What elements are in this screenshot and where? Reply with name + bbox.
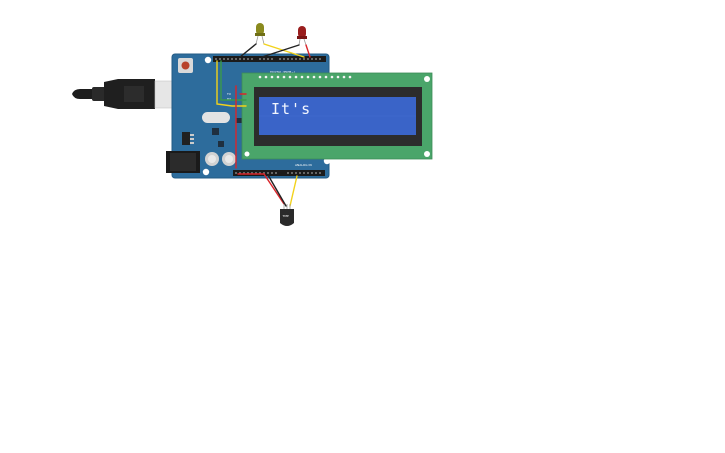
lcd-line-1: It's [271,100,311,118]
wire-lcd-yellow-1[interactable] [216,60,247,107]
digital-header[interactable] [213,56,326,62]
analog-header-label: ANALOG IN [295,163,312,167]
wire-led-yellow-gnd[interactable] [239,43,257,58]
temperature-sensor[interactable]: TMP [280,204,294,226]
sensor-marking: TMP [282,214,289,218]
digital-header-label: DIGITAL (PWM~) [270,70,295,74]
wire-led-red-signal[interactable] [305,44,311,58]
tx-label: TX [226,92,231,96]
wire-sensor-gnd[interactable] [267,174,287,207]
lcd-pin-row[interactable] [258,75,352,79]
wire-lcd-green[interactable] [220,60,247,101]
wire-sensor-signal[interactable] [289,175,298,207]
yellow-led[interactable] [255,23,265,45]
wires[interactable] [216,43,311,207]
wire-led-red-gnd[interactable] [261,44,300,58]
lcd-16x2-module[interactable]: It's [241,72,433,160]
red-led[interactable] [297,26,307,46]
rx-label: RX [227,97,231,101]
wire-sensor-vcc[interactable] [237,173,285,205]
analog-header[interactable] [233,170,325,176]
